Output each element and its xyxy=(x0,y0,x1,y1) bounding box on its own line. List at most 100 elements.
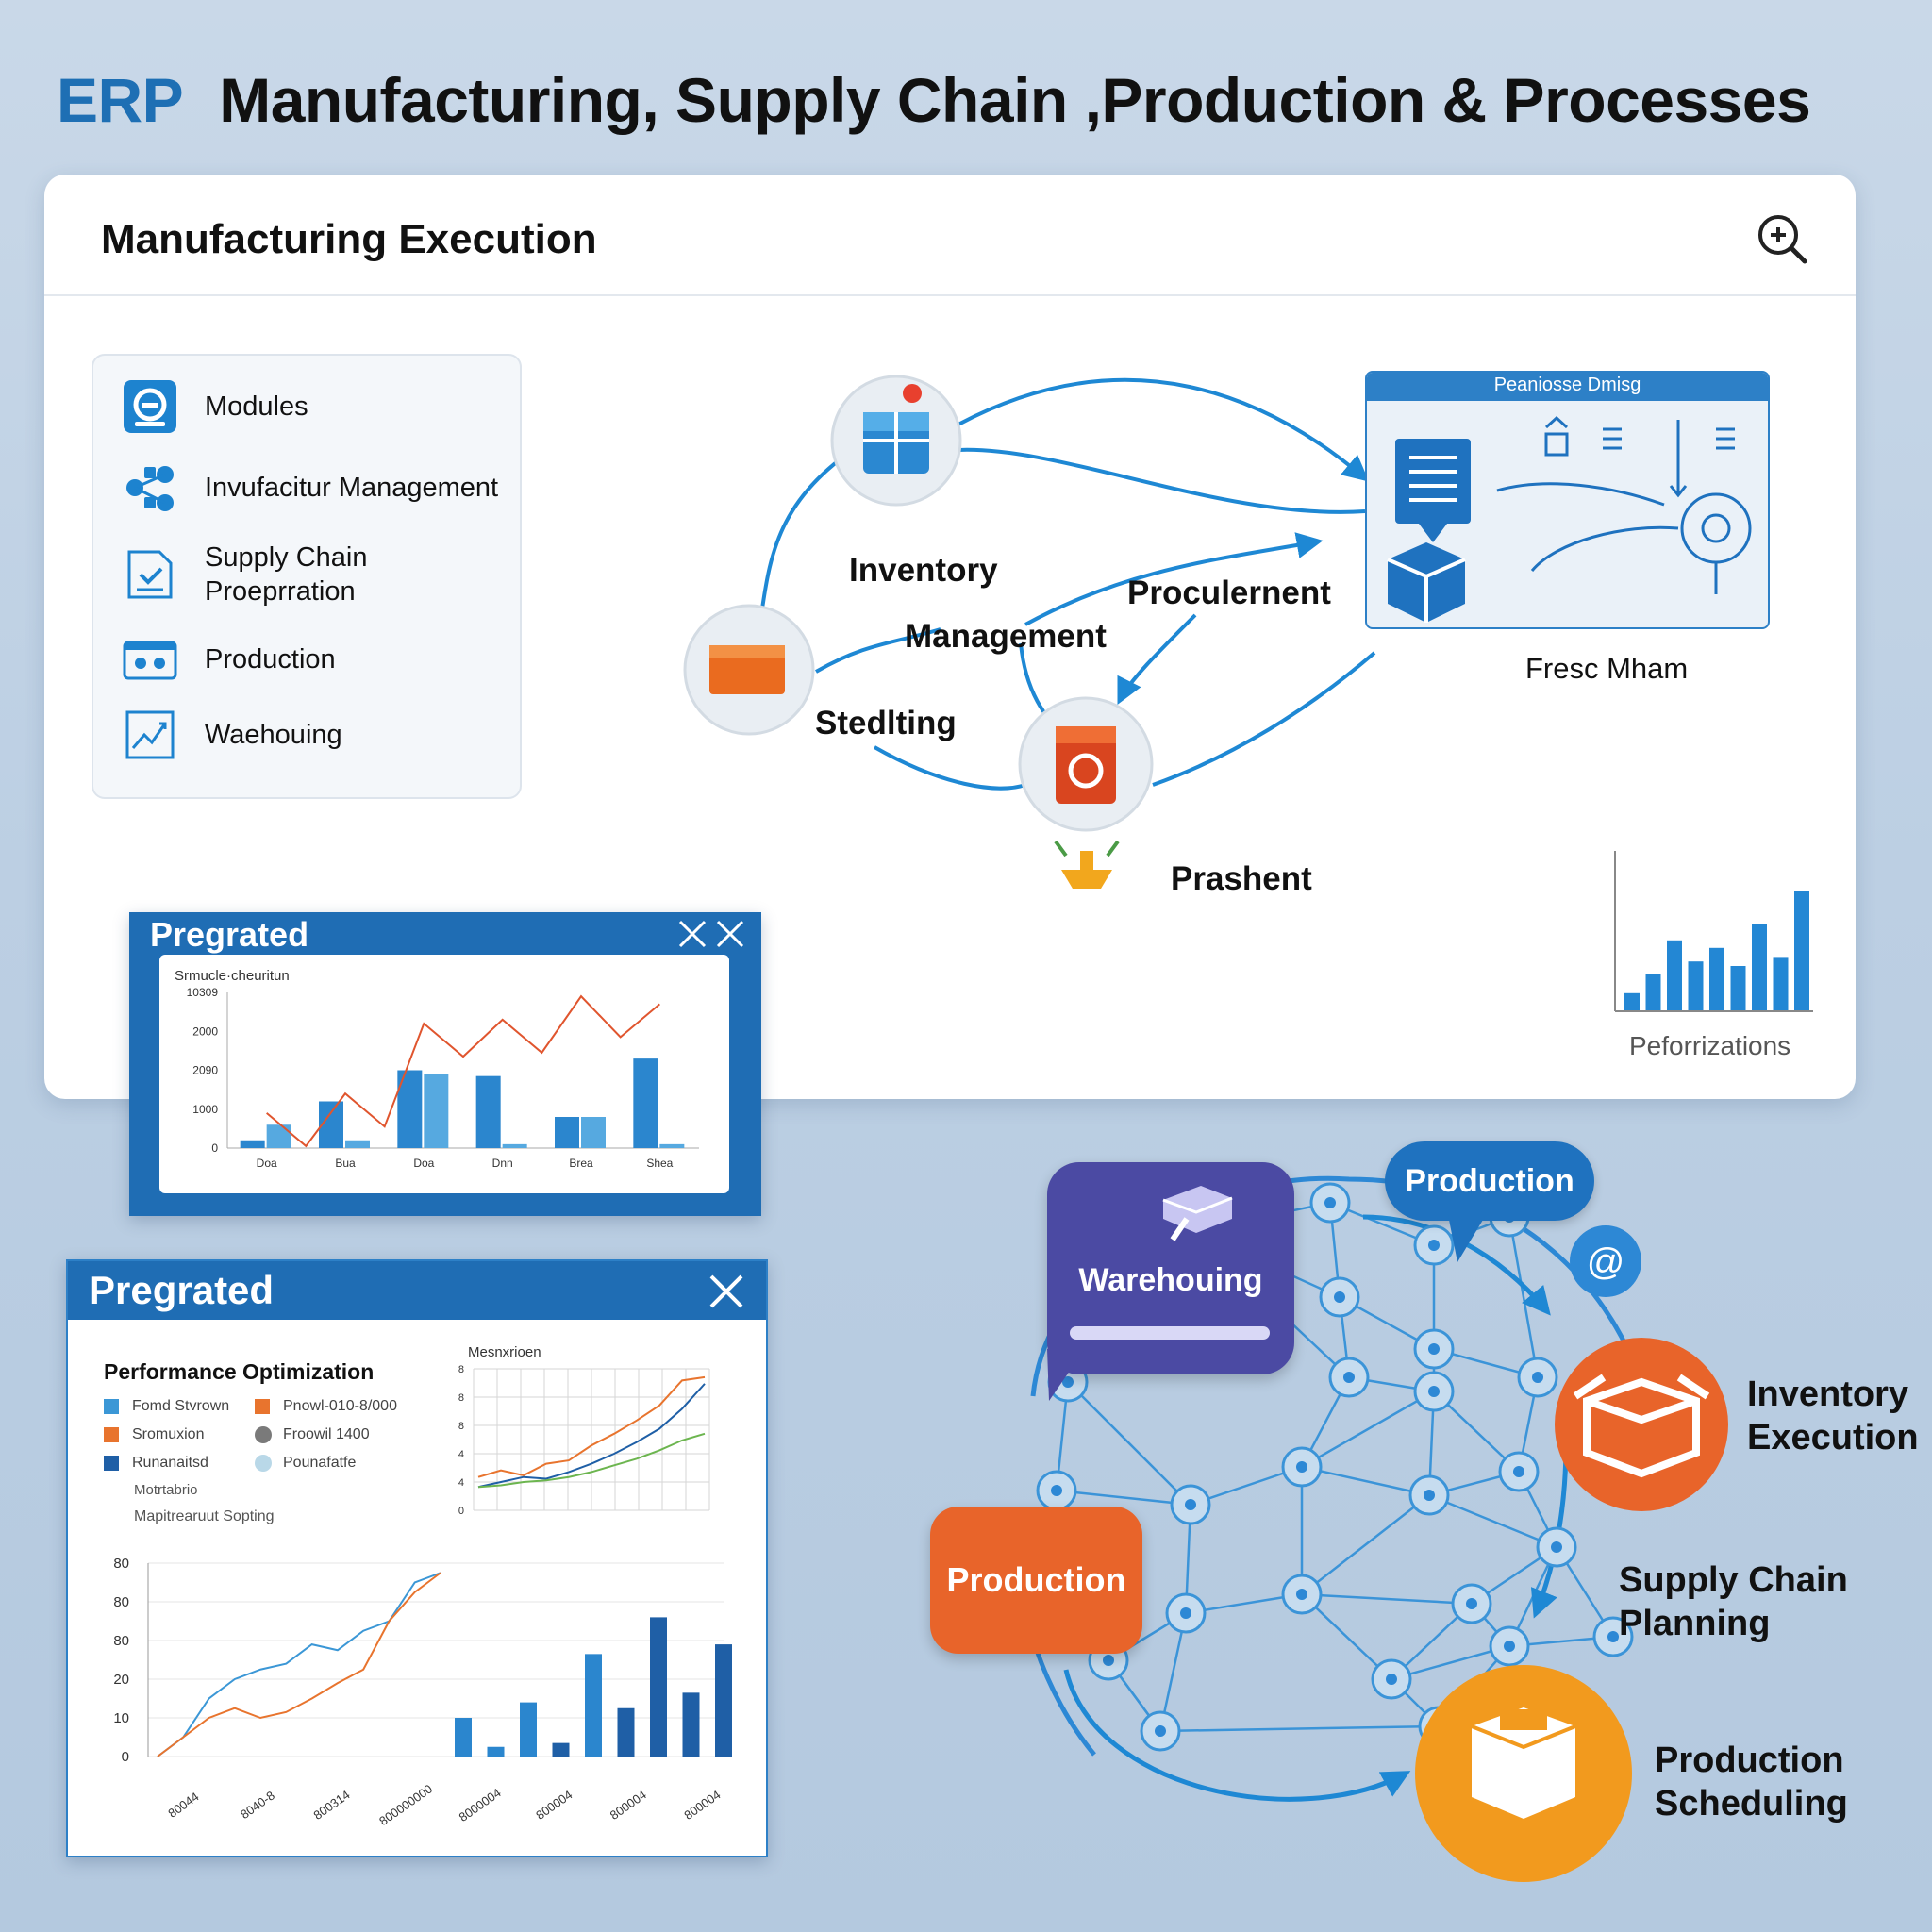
warehousing-bubble[interactable]: Warehouing xyxy=(1047,1162,1294,1374)
bar xyxy=(502,1143,527,1148)
network-edge xyxy=(1159,1724,1440,1733)
x-tick-label: 800314 xyxy=(310,1788,352,1823)
legend-swatch xyxy=(255,1455,272,1472)
series-line xyxy=(157,1572,441,1757)
perf-bar xyxy=(1645,974,1661,1011)
module-item-modules[interactable]: Modules xyxy=(122,378,308,435)
network-node-core xyxy=(1424,1490,1435,1501)
inventory-node xyxy=(830,375,962,507)
network-node-core xyxy=(1428,1240,1440,1251)
network-edge xyxy=(1056,1489,1191,1507)
x-tick-label: 800000000 xyxy=(376,1782,435,1829)
network-node-core xyxy=(1532,1372,1543,1383)
inventory-label: Inventory xyxy=(849,552,998,589)
flow-line xyxy=(1152,651,1376,787)
flow-line xyxy=(874,745,1026,791)
package-icon xyxy=(1162,1186,1233,1241)
y-tick-label: 80 xyxy=(113,1594,129,1610)
close-icon[interactable] xyxy=(676,918,747,952)
module-item-supply-chain[interactable]: Supply Chain Proeprration xyxy=(122,541,368,608)
y-tick-label: 4 xyxy=(458,1449,464,1460)
performance-optimization-title: Performance Optimization xyxy=(104,1359,375,1384)
close-icon[interactable] xyxy=(708,1273,745,1310)
fresc-mham-label: Fresc Mham xyxy=(1525,652,1689,685)
perf-bar xyxy=(1794,891,1809,1011)
modules-list: Modules Invufacitur Management Supply Ch… xyxy=(92,354,522,799)
bar xyxy=(424,1074,449,1148)
legend-swatch xyxy=(104,1427,119,1442)
pregrated-window-2[interactable]: Pregrated Performance Optimization Fomd … xyxy=(66,1259,768,1857)
network-node-core xyxy=(1324,1197,1336,1208)
module-item-management[interactable]: Invufacitur Management xyxy=(122,459,498,516)
process-diagram xyxy=(1387,415,1752,623)
module-label: Invufacitur Management xyxy=(205,473,499,503)
network-edge xyxy=(1428,1493,1557,1549)
legend-label: Pnowl-010-8/000 xyxy=(283,1398,397,1414)
module-item-warehousing[interactable]: Waehouing xyxy=(122,707,342,763)
panel-header: Manufacturing Execution xyxy=(44,175,1856,296)
steelting-node xyxy=(683,604,815,736)
flow-line xyxy=(954,377,1370,482)
legend-swatch xyxy=(255,1399,270,1414)
bar xyxy=(455,1718,472,1757)
production-scheduling-label: Production Scheduling xyxy=(1655,1740,1848,1824)
network-edge xyxy=(1301,1592,1473,1606)
legend-item: Runanaitsd xyxy=(104,1455,208,1472)
module-label: Supply Chain Proeprration xyxy=(205,542,368,607)
trend-line xyxy=(266,994,660,1148)
production-icon xyxy=(123,641,177,680)
production-bubble-left[interactable]: Production xyxy=(930,1507,1142,1654)
legend-note: Motrtabrio xyxy=(134,1482,198,1498)
perf-bar xyxy=(1667,940,1682,1011)
flow-line xyxy=(957,447,1366,514)
bar xyxy=(617,1707,635,1757)
legend-label: Sromuxion xyxy=(132,1426,205,1442)
svg-text:@: @ xyxy=(1587,1241,1625,1283)
x-tick-label: 80044 xyxy=(165,1790,201,1821)
series-line xyxy=(477,1432,706,1489)
process-window-titlebar: Peaniosse Dmisg xyxy=(1367,373,1768,401)
panel-title: Manufacturing Execution xyxy=(101,216,597,262)
legend-item: Pnowl-010-8/000 xyxy=(255,1398,397,1415)
zoom-in-icon[interactable] xyxy=(1754,210,1810,267)
legend-label: Runanaitsd xyxy=(132,1455,208,1471)
y-tick-label: 0 xyxy=(211,1141,218,1155)
supply-chain-planning-label: Supply Chain Planning xyxy=(1619,1560,1848,1643)
network-node-core xyxy=(1062,1376,1074,1388)
bubble-bar xyxy=(1070,1326,1270,1340)
perf-bar xyxy=(1709,947,1724,1011)
flow-line xyxy=(1024,532,1324,626)
process-window-title: Peaniosse Dmisg xyxy=(1493,375,1641,395)
x-tick-label: Doa xyxy=(257,1157,277,1170)
production-bubble[interactable]: Production xyxy=(1385,1141,1594,1221)
warehousing-icon xyxy=(125,710,175,759)
erp-label: ERP xyxy=(57,65,184,135)
perf-bar xyxy=(1688,961,1704,1011)
prashent-node xyxy=(1018,696,1154,832)
legend-item: Pounafatfe xyxy=(255,1455,356,1472)
x-tick-label: 800004 xyxy=(681,1788,723,1823)
module-item-production[interactable]: Production xyxy=(122,631,336,688)
network-node-core xyxy=(1334,1291,1345,1303)
modules-icon xyxy=(124,380,176,433)
bubble-tail xyxy=(1047,1349,1085,1401)
series-line xyxy=(157,1572,441,1757)
legend-swatch xyxy=(104,1456,119,1471)
bar xyxy=(520,1702,537,1757)
perf-bar xyxy=(1624,992,1640,1011)
supply-chain-icon xyxy=(127,550,173,599)
legend-note: Mapitrearuut Sopting xyxy=(134,1508,275,1524)
y-tick-label: 2000 xyxy=(192,1024,218,1038)
bar xyxy=(345,1140,370,1148)
process-window[interactable]: Peaniosse Dmisg xyxy=(1365,371,1770,629)
y-tick-label: 1000 xyxy=(192,1103,218,1116)
network-node-core xyxy=(1296,1461,1307,1473)
bar xyxy=(682,1692,700,1757)
flow-line xyxy=(1117,613,1197,706)
window-title: Pregrated xyxy=(150,915,309,954)
y-tick-label: 20 xyxy=(113,1672,129,1688)
